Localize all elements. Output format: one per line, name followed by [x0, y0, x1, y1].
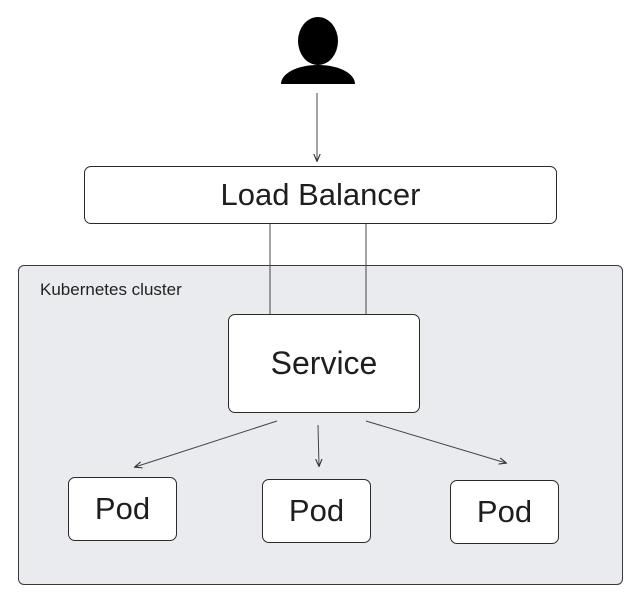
pod-node-1: Pod [68, 477, 177, 541]
load-balancer-label: Load Balancer [220, 177, 421, 212]
service-to-pod-2-arrow [318, 424, 319, 466]
pod-node-3: Pod [450, 480, 559, 544]
service-to-pod-3-arrow [365, 420, 506, 463]
load-balancer-node: Load Balancer [84, 166, 557, 224]
pod-node-2: Pod [262, 479, 371, 543]
pod-label: Pod [288, 493, 345, 528]
service-label: Service [270, 345, 378, 381]
pod-label: Pod [476, 494, 533, 529]
service-node: Service [228, 314, 420, 413]
pod-label: Pod [94, 491, 151, 526]
user-icon [281, 17, 355, 84]
cluster-label: Kubernetes cluster [40, 280, 182, 299]
service-to-pod-1-arrow [135, 420, 278, 467]
